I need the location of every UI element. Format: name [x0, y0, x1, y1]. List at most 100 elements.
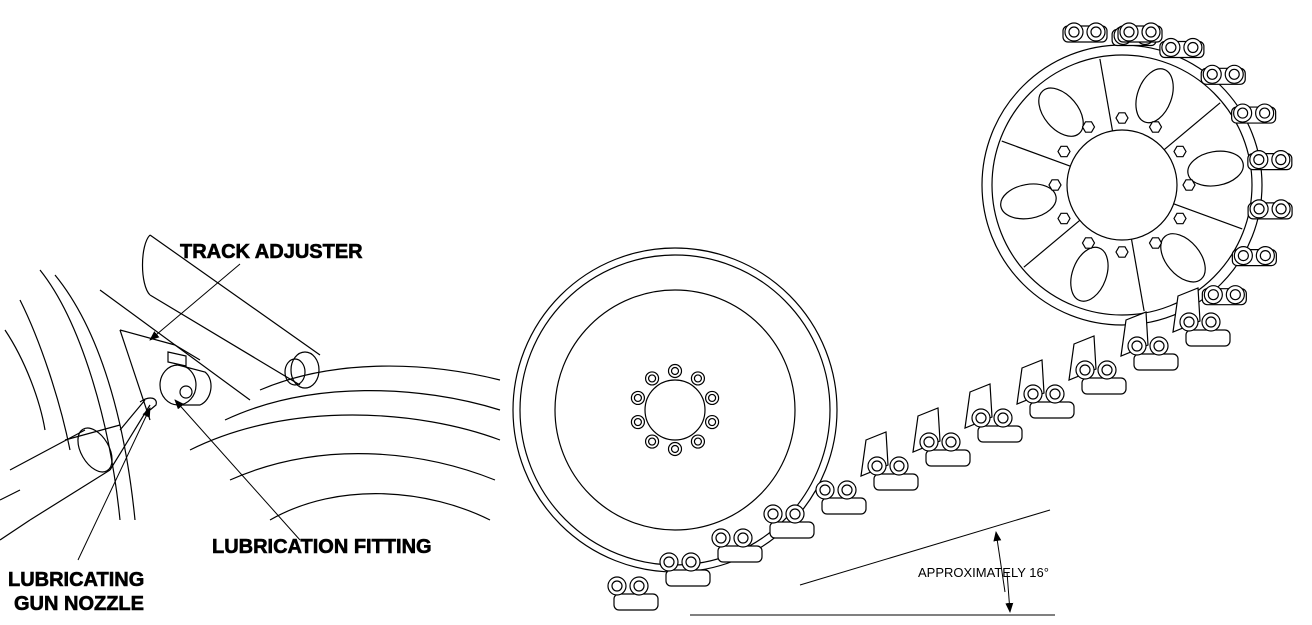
idler-bolt [630, 390, 646, 406]
track-pin [1249, 150, 1269, 170]
angle-label: APPROXIMATELY 16° [918, 565, 1049, 580]
track-pin [1255, 245, 1275, 266]
track-pin-inner [893, 460, 905, 472]
sprocket-bolt [1057, 212, 1071, 225]
track-pin-inner [1049, 388, 1061, 400]
sprocket-bolt [1081, 121, 1096, 133]
track-pin [1225, 285, 1245, 305]
idler-bolt-inner [707, 417, 717, 427]
adjuster-detail [0, 234, 501, 541]
track-pin [763, 504, 783, 524]
track-pin [919, 432, 939, 452]
track-pin [971, 408, 991, 428]
sprocket-bolt [1148, 121, 1163, 133]
idler-bolt [644, 434, 660, 449]
track-pin [1119, 22, 1139, 42]
idler-bolt [704, 390, 720, 406]
sprocket-window [1070, 246, 1109, 302]
track-pin [1249, 199, 1269, 219]
track-shoe [613, 593, 659, 611]
track-pin-inner [715, 532, 727, 544]
track-pin-inner [1027, 388, 1039, 400]
track-pin-inner [1207, 289, 1219, 301]
sprocket-bolt [1057, 145, 1071, 158]
track-pin-inner [789, 508, 801, 520]
track-pin [733, 528, 753, 548]
track-shoe [717, 545, 763, 563]
track-pin-inner [1259, 107, 1271, 119]
track-shoe [1185, 329, 1231, 347]
track-shoe [925, 449, 971, 467]
track-pin-inner [1123, 26, 1135, 38]
track-pin [1233, 103, 1253, 123]
idler-bolt-circle [630, 363, 720, 457]
track-pin [1161, 37, 1181, 58]
gun-nozzle-label-line2: GUN NOZZLE [14, 593, 145, 615]
track-pin-inner [685, 556, 697, 568]
track-pin-inner [1229, 289, 1241, 301]
track-pin-inner [1228, 68, 1240, 80]
track-pin [1271, 199, 1291, 219]
track-pin [889, 456, 909, 476]
track-pin [1233, 245, 1253, 266]
idler-bolt-inner [693, 437, 703, 446]
sprocket-bolt [1081, 237, 1096, 249]
track-shoe [821, 497, 867, 515]
sprocket-spoke [1023, 219, 1081, 268]
track-pin [607, 576, 627, 596]
track-pin [1224, 64, 1244, 84]
track-pin [837, 480, 857, 500]
track-pin [681, 552, 701, 572]
drive-sprocket [981, 44, 1263, 326]
track-pin [785, 504, 805, 524]
track-pin [815, 480, 835, 500]
track-pin-inner [1090, 26, 1102, 38]
angle-dimension [690, 509, 1055, 616]
idler-bolt [704, 414, 720, 430]
idler-bolt-inner [647, 374, 657, 383]
track-pin [1183, 37, 1203, 58]
idler-bolt [667, 363, 683, 379]
sprocket-window [1038, 87, 1084, 137]
track-pin [1064, 22, 1084, 42]
lubrication-fitting-label: LUBRICATION FITTING [212, 536, 432, 558]
sprocket-spoke [1099, 58, 1114, 131]
idler-bolt-inner [693, 374, 703, 383]
sprocket-bolt [1148, 237, 1163, 249]
sprocket-spoke [1173, 203, 1243, 230]
track-pin [1179, 312, 1199, 332]
idler-bolt-inner [633, 417, 643, 427]
track-pin [867, 456, 887, 476]
track-pin-inner [1259, 249, 1271, 262]
idler-bolt-inner [707, 393, 717, 403]
leader-lines-left [77, 263, 301, 561]
idler-bolt [690, 434, 706, 449]
idler-bolt [690, 371, 706, 386]
track-pin-inner [1153, 340, 1165, 352]
track-pin [1086, 22, 1106, 42]
sprocket-spoke [1001, 140, 1071, 167]
track-shoe [873, 473, 919, 491]
track-pin-inner [819, 484, 831, 496]
track-pin-inner [1187, 41, 1199, 54]
track-pin-inner [1101, 364, 1113, 376]
gun-nozzle-label-line1: LUBRICATING [8, 569, 145, 591]
track-pin-inner [1237, 107, 1249, 119]
track-pin [1141, 22, 1161, 42]
track-pin-inner [841, 484, 853, 496]
track-pin-inner [945, 436, 957, 448]
idler-bolt-inner [670, 366, 680, 376]
track-pin-inner [1145, 26, 1157, 38]
track-pin [1149, 336, 1169, 356]
track-pin-inner [1068, 26, 1080, 38]
track-shoe [769, 521, 815, 539]
track-pin [1075, 360, 1095, 380]
sprocket-spokes [1000, 58, 1244, 312]
track-pin [1097, 360, 1117, 380]
track-pin-inner [1131, 340, 1143, 352]
track-pin [659, 552, 679, 572]
track-pin-inner [1275, 203, 1287, 215]
track-pin-inner [1079, 364, 1091, 376]
